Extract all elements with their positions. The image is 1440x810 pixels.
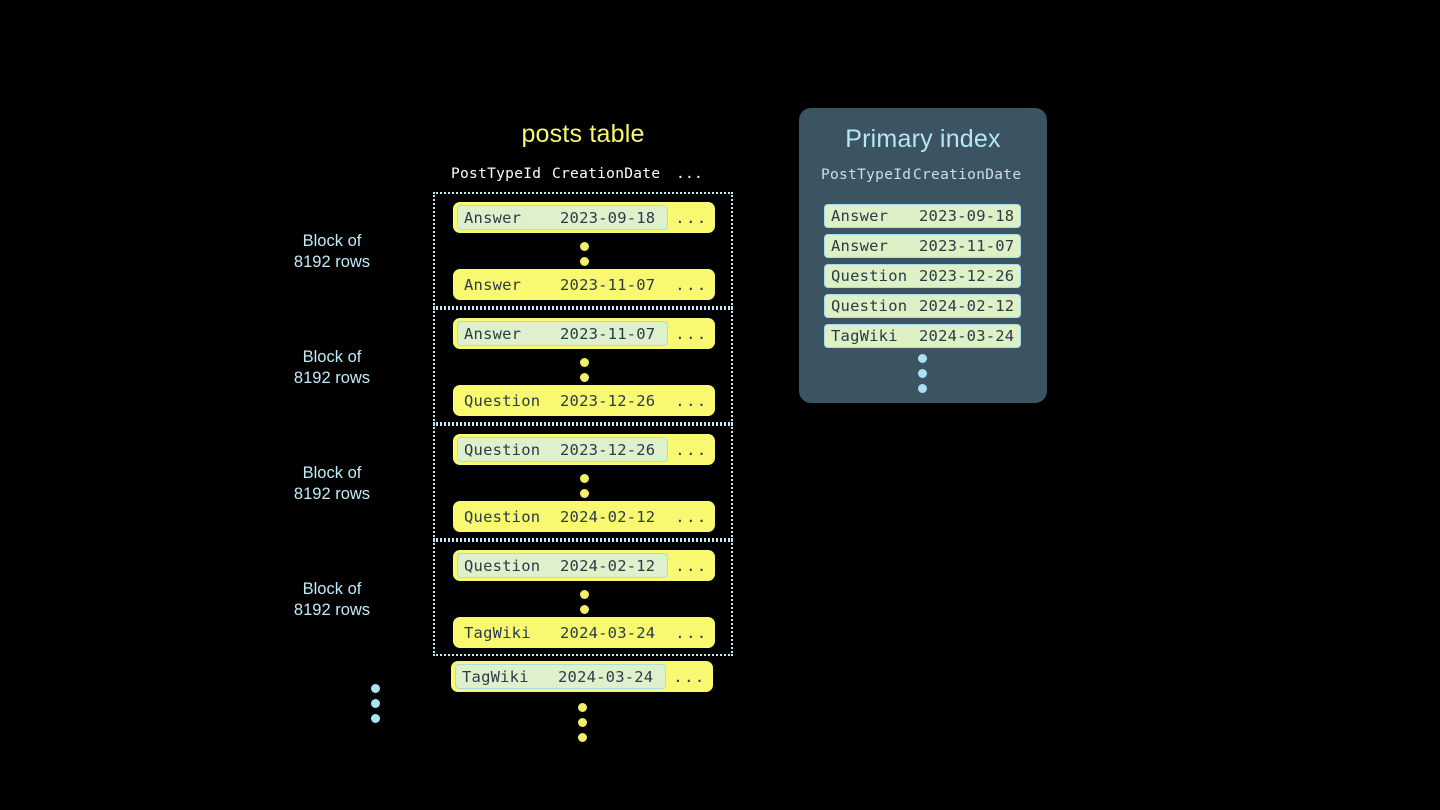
column-header-creationdate: CreationDate [552, 166, 661, 182]
cell-creationdate: 2023-11-07 [919, 237, 1015, 255]
block-4-label-line2: 8192 rows [293, 601, 371, 619]
table-row[interactable]: Answer 2023-11-07 ... [453, 318, 715, 349]
cell-ellipsis: ... [675, 391, 708, 410]
posts-table-column-header: PostTypeId CreationDate ... [451, 166, 717, 182]
table-row-trailing[interactable]: TagWiki 2024-03-24 ... [451, 661, 713, 692]
block-4: Block of 8192 rows Question 2024-02-12 .… [294, 540, 733, 656]
cell-posttypeid: TagWiki [464, 623, 531, 642]
cell-creationdate: 2023-12-26 [560, 440, 656, 459]
block-4-label: Block of 8192 rows [247, 579, 417, 621]
cell-posttypeid: Answer [831, 207, 889, 225]
primary-index-title: Primary index [845, 125, 1001, 153]
block-3-label-line1: Block of [302, 464, 362, 482]
cell-posttypeid: Question [464, 556, 541, 575]
block-2-label-line2: 8192 rows [293, 369, 371, 387]
posts-table-title: posts table [521, 120, 645, 148]
cell-creationdate: 2024-03-24 [558, 667, 654, 686]
block-1-label-line2: 8192 rows [293, 253, 371, 271]
cell-ellipsis: ... [675, 440, 708, 459]
blocks-continue-dots [371, 684, 380, 723]
cell-creationdate: 2023-12-26 [919, 267, 1015, 285]
cell-posttypeid: Answer [464, 324, 522, 343]
cell-posttypeid: Question [464, 391, 541, 410]
block-2: Block of 8192 rows Answer 2023-11-07 ...… [294, 308, 733, 424]
block-3-label-line2: 8192 rows [293, 485, 371, 503]
cell-creationdate: 2023-11-07 [560, 275, 656, 294]
block-3-label: Block of 8192 rows [247, 463, 417, 505]
index-key-highlight: Answer 2023-09-18 [457, 205, 668, 230]
index-key: TagWiki 2024-03-24 [457, 620, 668, 645]
cell-posttypeid: TagWiki [462, 667, 529, 686]
table-row[interactable]: Question 2023-12-26 ... [453, 385, 715, 416]
column-header-creationdate: CreationDate [913, 167, 1022, 183]
cell-ellipsis: ... [675, 556, 708, 575]
cell-ellipsis: ... [675, 507, 708, 526]
table-row[interactable]: Question 2023-12-26 ... [453, 434, 715, 465]
table-row[interactable]: Answer 2023-09-18 ... [453, 202, 715, 233]
index-entry-row[interactable]: Answer 2023-09-18 [824, 204, 1021, 228]
cell-ellipsis: ... [675, 275, 708, 294]
cell-creationdate: 2023-11-07 [560, 324, 656, 343]
index-continues-dots [918, 354, 927, 393]
cell-creationdate: 2024-03-24 [919, 327, 1015, 345]
primary-index-panel: Primary index PostTypeId CreationDate An… [799, 108, 1047, 403]
cell-posttypeid: Answer [831, 237, 889, 255]
block-3: Block of 8192 rows Question 2023-12-26 .… [294, 424, 733, 540]
index-entry-row[interactable]: TagWiki 2024-03-24 [824, 324, 1021, 348]
cell-creationdate: 2024-02-12 [919, 297, 1015, 315]
index-key-highlight: Question 2024-02-12 [457, 553, 668, 578]
cell-creationdate: 2023-09-18 [919, 207, 1015, 225]
cell-posttypeid: Question [831, 267, 908, 285]
index-key: Answer 2023-11-07 [457, 272, 668, 297]
cell-ellipsis: ... [675, 208, 708, 227]
column-header-posttypeid: PostTypeId [451, 166, 542, 182]
block-4-label-line1: Block of [302, 580, 362, 598]
index-key: Question 2023-12-26 [457, 388, 668, 413]
cell-posttypeid: TagWiki [831, 327, 898, 345]
cell-posttypeid: Question [464, 440, 541, 459]
cell-creationdate: 2024-02-12 [560, 556, 656, 575]
index-entry-row[interactable]: Answer 2023-11-07 [824, 234, 1021, 258]
table-row[interactable]: Answer 2023-11-07 ... [453, 269, 715, 300]
cell-creationdate: 2023-12-26 [560, 391, 656, 410]
index-key-highlight: TagWiki 2024-03-24 [455, 664, 666, 689]
block-1-label: Block of 8192 rows [247, 231, 417, 273]
cell-ellipsis: ... [675, 324, 708, 343]
primary-index-column-header: PostTypeId CreationDate [821, 167, 1027, 183]
cell-creationdate: 2024-02-12 [560, 507, 656, 526]
cell-creationdate: 2024-03-24 [560, 623, 656, 642]
cell-creationdate: 2023-09-18 [560, 208, 656, 227]
table-continues-dots [578, 703, 587, 742]
index-key: Question 2024-02-12 [457, 504, 668, 529]
block-2-label: Block of 8192 rows [247, 347, 417, 389]
index-key-highlight: Question 2023-12-26 [457, 437, 668, 462]
column-header-posttypeid: PostTypeId [821, 167, 912, 183]
cell-posttypeid: Answer [464, 208, 522, 227]
cell-posttypeid: Question [831, 297, 908, 315]
cell-ellipsis: ... [673, 667, 706, 686]
table-row[interactable]: Question 2024-02-12 ... [453, 501, 715, 532]
index-entry-row[interactable]: Question 2024-02-12 [824, 294, 1021, 318]
table-row[interactable]: TagWiki 2024-03-24 ... [453, 617, 715, 648]
block-2-label-line1: Block of [302, 348, 362, 366]
cell-posttypeid: Question [464, 507, 541, 526]
block-1: Block of 8192 rows Answer 2023-09-18 ...… [294, 192, 733, 308]
index-key-highlight: Answer 2023-11-07 [457, 321, 668, 346]
block-1-label-line1: Block of [302, 232, 362, 250]
index-entry-row[interactable]: Question 2023-12-26 [824, 264, 1021, 288]
column-header-ellipsis: ... [675, 166, 704, 182]
table-row[interactable]: Question 2024-02-12 ... [453, 550, 715, 581]
cell-posttypeid: Answer [464, 275, 522, 294]
cell-ellipsis: ... [675, 623, 708, 642]
